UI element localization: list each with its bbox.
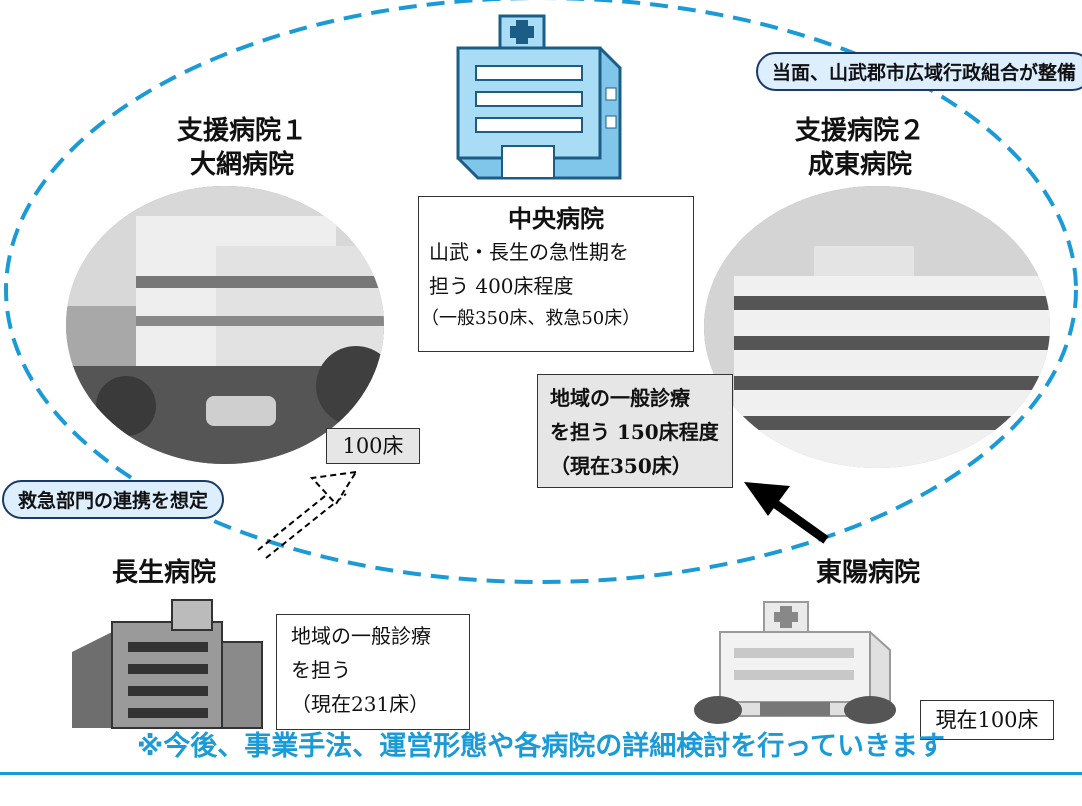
naruto-hospital-photo (704, 186, 1050, 468)
footer-note: ※今後、事業手法、運営形態や各病院の詳細検討を行っていきます (137, 731, 945, 762)
chosei-hospital-name: 長生病院 (112, 558, 217, 588)
central-hospital-title: 中央病院 (508, 205, 604, 233)
naruto-info-line-3: （現在350床） (550, 454, 692, 478)
central-hospital-line-2: 担う 400床程度 (429, 274, 574, 298)
oami-building-image (66, 186, 384, 464)
central-hospital-building-icon (456, 14, 622, 180)
central-hospital-line-3: （一般350床、救急50床） (421, 308, 641, 329)
chosei-info-line-1: 地域の一般診療 (291, 624, 431, 648)
support-hospital-2-title: 支援病院２ (794, 116, 925, 146)
support-hospital-2-label: 支援病院２ 成東病院 (760, 114, 960, 182)
central-hospital-line-1: 山武・長生の急性期を (429, 240, 629, 264)
dashed-arrow-icon (257, 470, 358, 559)
central-hospital-box: 中央病院 山武・長生の急性期を 担う 400床程度 （一般350床、救急50床） (418, 196, 694, 352)
naruto-info-box: 地域の一般診療 を担う 150床程度 （現在350床） (537, 374, 733, 488)
oami-beds-box: 100床 (326, 428, 420, 464)
naruto-info-line-1: 地域の一般診療 (550, 386, 690, 410)
service-area-ring (4, 0, 1078, 584)
oami-hospital-photo (66, 186, 384, 464)
naruto-info-line-2: を担う 150床程度 (550, 420, 719, 444)
management-note-pill: 当面、山武郡市広域行政組合が整備 (756, 52, 1082, 91)
chosei-info-line-3: （現在231床） (291, 692, 430, 716)
footer-rule (0, 772, 1082, 775)
support-hospital-1-label: 支援病院１ 大網病院 (142, 114, 342, 182)
support-hospital-1-title: 支援病院１ (176, 116, 307, 146)
support-hospital-1-name: 大網病院 (189, 150, 294, 180)
support-hospital-2-name: 成東病院 (807, 150, 912, 180)
chosei-info-box: 地域の一般診療 を担う （現在231床） (276, 614, 470, 730)
toyo-hospital-building-icon (694, 601, 896, 724)
chosei-hospital-building-icon (72, 599, 263, 729)
toyo-hospital-name: 東陽病院 (816, 558, 921, 588)
emergency-collaboration-pill: 救急部門の連携を想定 (2, 480, 225, 519)
toyo-beds-box: 現在100床 (920, 700, 1054, 740)
naruto-building-image (704, 186, 1050, 468)
solid-arrow-icon (744, 482, 829, 544)
chosei-info-line-2: を担う (291, 658, 351, 682)
